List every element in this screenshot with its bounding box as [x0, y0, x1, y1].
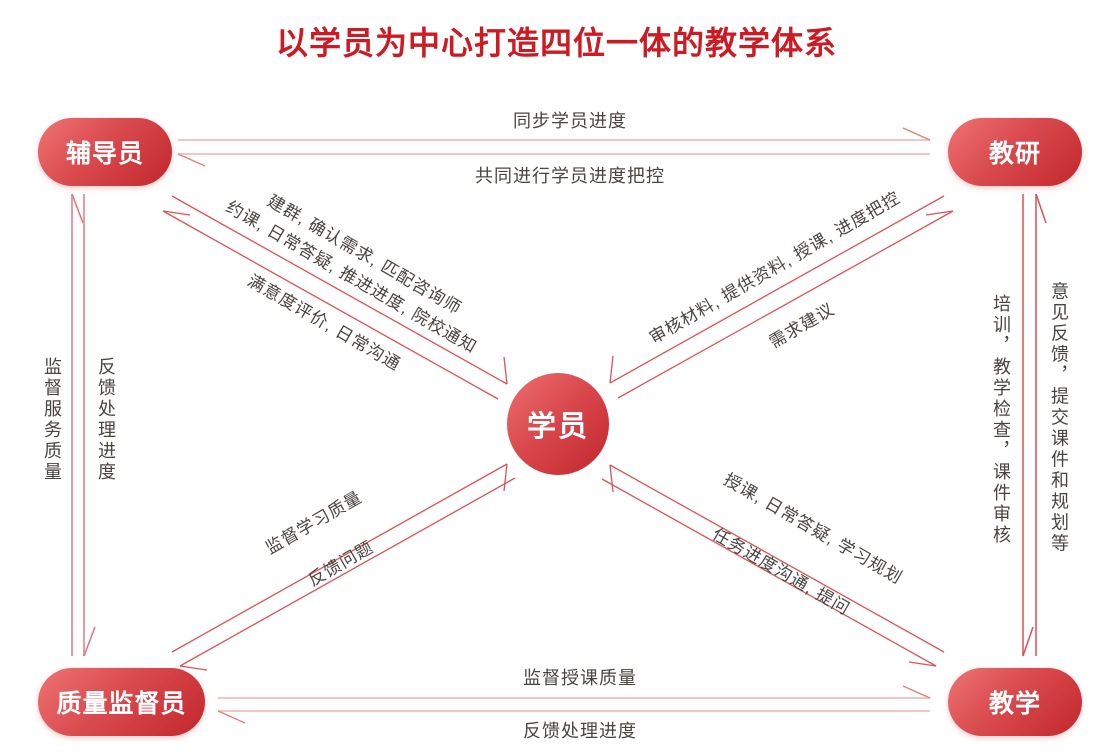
- label-sync-student-progress: 同步学员进度: [513, 111, 627, 131]
- label-feedback-progress-left: 反馈处理进度: [96, 357, 116, 483]
- bottom-right-diagonal-pair: [601, 464, 945, 667]
- node-student: 学员: [507, 373, 609, 475]
- node-research: 教研: [948, 118, 1082, 186]
- label-supervise-teaching-quality: 监督授课质量: [523, 668, 637, 688]
- left-arrow-pair: [71, 193, 96, 657]
- bottom-left-diagonal-pair: [171, 463, 516, 671]
- node-quality-supervisor: 质量监督员: [38, 668, 205, 736]
- top-left-diagonal-pair: [162, 195, 508, 400]
- top-right-diagonal-pair: [609, 195, 954, 399]
- right-arrow-pair: [1022, 193, 1047, 657]
- label-feedback-progress-bottom: 反馈处理进度: [523, 721, 637, 741]
- bottom-arrow-pair: [217, 685, 931, 724]
- label-supervise-service-quality: 监督服务质量: [42, 357, 62, 483]
- label-joint-progress-control: 共同进行学员进度把控: [475, 166, 665, 186]
- node-teaching: 教学: [948, 668, 1082, 736]
- top-arrow-pair: [177, 127, 931, 167]
- label-opinion-feedback-submit: 意见反馈，提交课件和规划等: [1049, 281, 1069, 555]
- node-counselor: 辅导员: [38, 118, 172, 186]
- page-title: 以学员为中心打造四位一体的教学体系: [275, 25, 837, 61]
- label-training-check-review: 培训，教学检查，课件审核: [991, 294, 1011, 546]
